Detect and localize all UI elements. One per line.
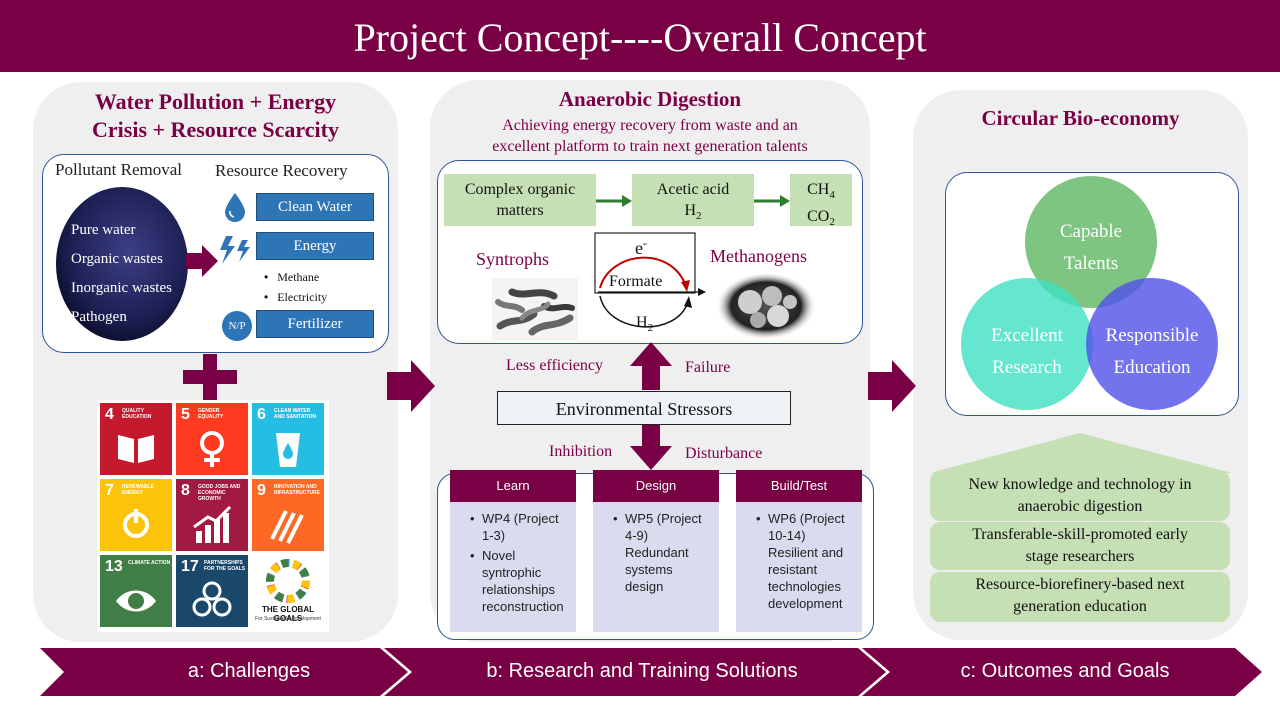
h2-bottom-label: H2 [636,314,654,335]
wp-body: WP6 (Project 10-14) Resilient and resist… [736,502,862,632]
global-goals-label: THE GLOBAL GOALS [262,605,314,623]
ad-subtitle: Achieving energy recovery from waste and… [492,117,808,155]
inhibition-label: Inhibition [549,443,613,460]
water-glass-icon [276,433,300,467]
power-icon [123,509,149,538]
disturbance-label: Disturbance [685,445,763,462]
footer-solutions: b: Research and Training Solutions [486,660,798,682]
double-arrow-icon [630,342,672,470]
list-item: WP4 (Project 1-3) [470,510,570,544]
eye-icon [116,590,156,612]
list-item: WP5 (Project 4-9) Redundant systems desi… [613,510,713,595]
energy-items: • Methane • Electricity [264,267,327,307]
clean-water-button: Clean Water [256,193,374,221]
pollutant-item: Inorganic wastes [71,280,172,296]
fertilizer-button: Fertilizer [256,310,374,338]
pollutant-sphere [56,187,188,341]
energy-item: • Electricity [264,290,328,304]
responsible-education-label: Responsible Education [1105,325,1199,378]
ch4-co2-box: CH4 CO2 [790,174,852,228]
book-icon [118,435,154,463]
co2-label: CO2 [807,208,835,229]
outcome-item: Resource-biorefinery-based next generati… [930,572,1230,622]
wp-body: WP5 (Project 4-9) Redundant systems desi… [593,502,719,632]
infrastructure-icon [270,510,304,544]
footer-challenges: a: Challenges [187,660,311,682]
list-item: Novel syntrophic relationships reconstru… [470,547,570,615]
complex-organic-box: Complex organic matters [444,174,596,226]
arrow-right-icon [754,195,790,207]
list-item: WP6 (Project 10-14) Resilient and resist… [756,510,856,612]
arrow-right-icon [868,360,916,412]
methanogens-label: Methanogens [710,246,807,266]
wp-column-design: Design WP5 (Project 4-9) Redundant syste… [593,470,719,632]
growth-chart-icon [193,505,232,543]
bioeconomy-heading: Circular Bio-economy [981,106,1180,130]
h2-label: H2 [684,202,702,223]
wp-column-build: Build/Test WP6 (Project 10-14) Resilient… [736,470,862,632]
failure-label: Failure [685,359,731,376]
arrow-right-icon [596,195,632,207]
pollutant-item: Pure water [71,222,136,238]
pollutant-item: Organic wastes [71,251,163,267]
ch4-label: CH4 [807,181,835,202]
outcomes-arrow-shape [930,433,1232,473]
footer-chevrons [40,648,1262,696]
footer-outcomes: c: Outcomes and Goals [960,660,1170,682]
methanogens-image [716,272,816,340]
global-goals-sublabel: For Sustainable Development [255,616,321,622]
wp-header: Learn [450,470,576,502]
challenges-heading: Water Pollution + Energy Crisis + Resour… [92,89,339,142]
electron-transfer-diagram [594,232,706,328]
np-badge: N/P [222,311,252,341]
global-goals-wheel-icon [266,559,310,603]
environmental-stressors-box: Environmental Stressors [497,391,791,425]
pollutant-removal-label: Pollutant Removal [55,160,183,179]
page-title: Project Concept----Overall Concept [0,0,1280,72]
less-efficiency-label: Less efficiency [506,357,603,374]
arrow-right-icon [186,245,218,277]
arrow-right-icon [387,360,435,412]
wp-header: Build/Test [736,470,862,502]
syntrophs-label: Syntrophs [476,249,550,269]
global-goals-tile: THE GLOBAL GOALS For Sustainable Develop… [252,555,324,627]
wp-header: Design [593,470,719,502]
wp-body: WP4 (Project 1-3) Novel syntrophic relat… [450,502,576,632]
electron-label: e- [635,236,647,258]
energy-item: • Methane [264,270,320,284]
acetic-acid-box: Acetic acid H2 [632,174,754,226]
ad-heading: Anaerobic Digestion [558,87,742,111]
resource-recovery-label: Resource Recovery [215,161,348,180]
capable-talents-label: Capable Talents [1059,221,1123,274]
pollutant-list: Pure water Organic wastes Inorganic wast… [71,216,172,332]
outcome-item: Transferable-skill-promoted early stage … [930,522,1230,570]
lightning-icon [220,236,250,264]
formate-label: Formate [609,273,663,290]
partnership-icon [192,581,232,617]
venn-diagram [961,176,1218,410]
pollutant-item: Pathogen [71,309,127,325]
plus-icon [183,354,237,400]
gender-icon [200,431,224,467]
energy-button: Energy [256,232,374,260]
syntrophs-image [492,278,578,340]
wp-column-learn: Learn WP4 (Project 1-3) Novel syntrophic… [450,470,576,632]
outcome-item: New knowledge and technology in anaerobi… [930,471,1230,521]
excellent-research-label: Excellent Research [991,325,1063,378]
water-drop-icon [225,193,245,222]
